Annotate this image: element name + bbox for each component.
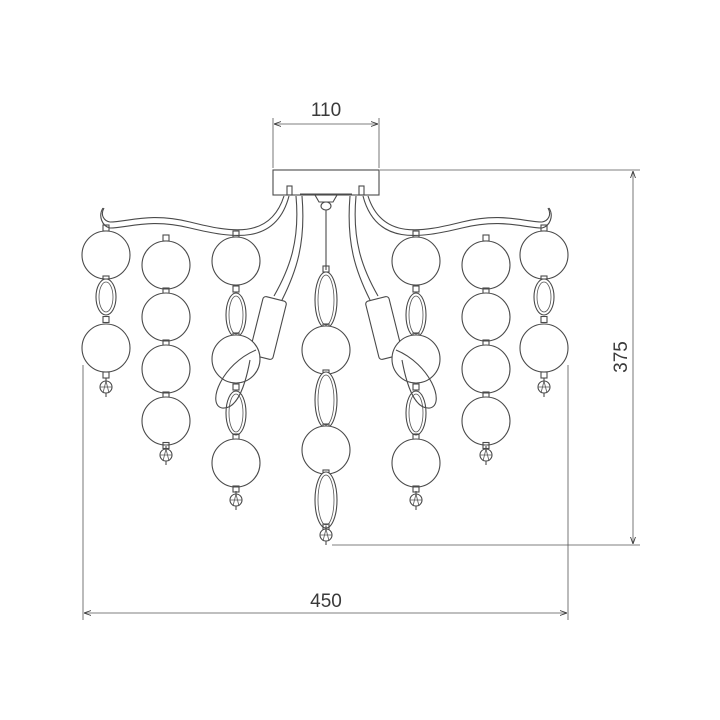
chain-link <box>102 371 110 379</box>
glass-ring-inner <box>228 295 244 335</box>
chain-link <box>412 383 420 391</box>
ceiling-canopy <box>272 169 380 270</box>
glass-ring <box>405 390 427 436</box>
socket-loop-left <box>215 349 257 409</box>
chain-link <box>232 383 240 391</box>
glass-disc <box>301 425 351 475</box>
glass-ring-inner <box>408 393 424 433</box>
chain-link <box>482 234 490 242</box>
glass-ring-inner <box>408 295 424 335</box>
glass-disc <box>461 292 511 342</box>
canopy-width-label: 110 <box>311 100 341 121</box>
chain-link <box>412 285 420 293</box>
chain-link <box>412 230 420 238</box>
glass-disc <box>141 344 191 394</box>
glass-ring <box>95 278 117 316</box>
total-width-label: 450 <box>310 591 342 612</box>
left-lamp-socket <box>249 296 287 360</box>
chain-link <box>540 371 548 379</box>
glass-ring-inner <box>536 281 552 313</box>
right-lamp-socket <box>365 296 403 360</box>
crystal-facets <box>230 493 242 507</box>
glass-disc-strands <box>81 224 569 545</box>
glass-disc <box>391 438 441 488</box>
socket-loop-right <box>395 349 437 409</box>
glass-disc <box>211 438 261 488</box>
glass-disc <box>519 323 569 373</box>
outer-arms <box>100 195 552 236</box>
glass-disc <box>81 230 131 280</box>
glass-disc <box>461 240 511 290</box>
glass-disc <box>461 396 511 446</box>
inner-arms <box>249 195 403 360</box>
chain-link <box>162 234 170 242</box>
crystal-facets <box>480 448 492 462</box>
crystal-facets <box>410 493 422 507</box>
glass-disc <box>141 396 191 446</box>
chain-link <box>540 315 548 324</box>
crystal-facets <box>320 528 332 542</box>
glass-ring-inner <box>317 374 335 426</box>
glass-disc <box>141 240 191 290</box>
glass-disc <box>211 334 261 384</box>
glass-disc <box>211 236 261 286</box>
glass-ring <box>533 278 555 316</box>
glass-disc <box>519 230 569 280</box>
crystal-facets <box>160 448 172 462</box>
dimension-total-height: 375 <box>332 169 640 546</box>
dimension-canopy-width: 110 <box>272 100 380 168</box>
glass-ring-inner <box>317 274 335 326</box>
chain-link <box>102 315 110 324</box>
glass-ring-inner <box>228 393 244 433</box>
glass-disc <box>391 236 441 286</box>
glass-disc <box>301 325 351 375</box>
total-height-label: 375 <box>611 341 632 373</box>
glass-ring-inner <box>317 474 335 526</box>
crystal-facets <box>100 380 112 394</box>
glass-disc <box>81 323 131 373</box>
glass-disc <box>141 292 191 342</box>
glass-disc <box>391 334 441 384</box>
chain-link <box>232 230 240 238</box>
glass-ring <box>225 390 247 436</box>
crystal-facets <box>538 380 550 394</box>
chain-link <box>232 285 240 293</box>
glass-disc <box>461 344 511 394</box>
dimension-total-width: 450 <box>82 365 569 620</box>
glass-ring-inner <box>98 281 114 313</box>
